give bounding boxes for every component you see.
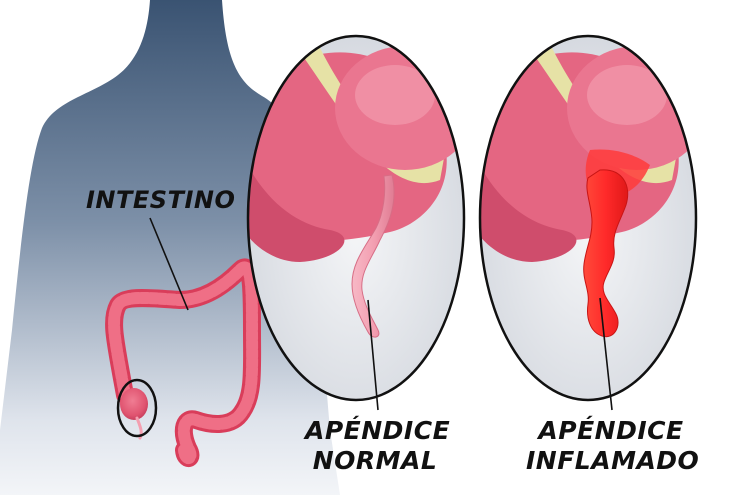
normal-appendix-label-line2: NORMAL	[305, 446, 445, 476]
normal-appendix-label: APÉNDICE NORMAL	[305, 416, 445, 476]
intestine-label: INTESTINO	[86, 188, 235, 212]
inflamed-appendix-lens	[470, 36, 707, 400]
inflamed-appendix-label-line1: APÉNDICE	[526, 416, 696, 446]
inflamed-appendix-label-line2: INFLAMADO	[526, 446, 696, 476]
inflamed-appendix-label: APÉNDICE INFLAMADO	[526, 416, 696, 476]
normal-appendix-label-line1: APÉNDICE	[305, 416, 445, 446]
